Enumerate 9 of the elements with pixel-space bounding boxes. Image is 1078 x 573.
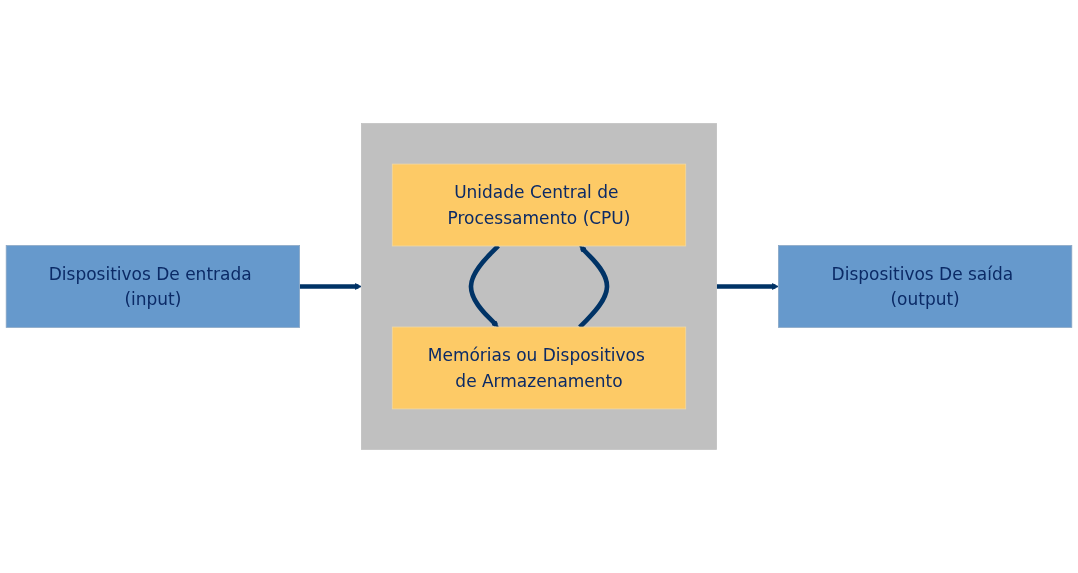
node-box: Dispositivos De entrada (input)	[5, 245, 300, 328]
arrow	[716, 283, 779, 290]
node-box: Unidade Central de Processamento (CPU)	[391, 163, 687, 247]
arrow	[468, 244, 500, 328]
arrow	[299, 283, 362, 290]
cluster	[361, 123, 717, 450]
arrow	[578, 245, 610, 329]
node-box: Memórias ou Dispositivos de Armazenamento	[391, 326, 687, 410]
node-box: Dispositivos De saída (output)	[778, 245, 1073, 328]
